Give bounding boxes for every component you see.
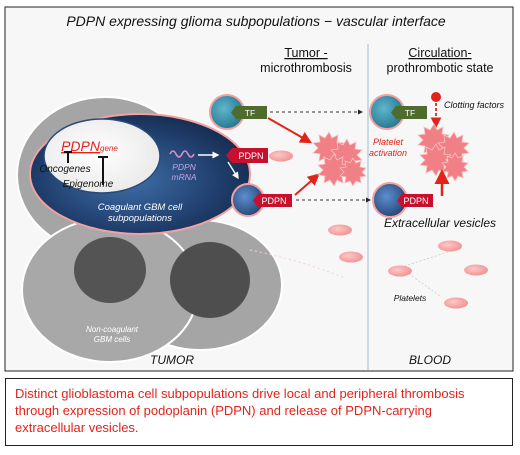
clotting-factor-drop	[431, 92, 441, 102]
oncogenes-inhibition-mark	[64, 151, 72, 163]
pdpn-mrna-strand	[169, 150, 195, 158]
vesicle-budding-arrow	[227, 161, 239, 180]
pdpn-gene-suffix: gene	[100, 144, 118, 153]
svg-text:TF: TF	[405, 108, 415, 118]
svg-text:PDPN: PDPN	[403, 196, 428, 206]
non-coagulant-label-line1: Non-coagulant	[86, 325, 139, 334]
blood-tf-receptor: TF	[391, 106, 427, 119]
tf-to-clot-arrow	[267, 117, 313, 144]
epigenome-inhibition-mark	[98, 156, 108, 185]
coagulant-label-line1: Coagulant GBM cell	[98, 202, 183, 213]
platelet-link-1	[404, 251, 449, 267]
faint-platelet-path	[249, 249, 346, 279]
tumor-region-label: TUMOR	[150, 353, 194, 367]
platelet-near-membrane	[269, 150, 293, 162]
nucleus-gray-2	[170, 242, 250, 318]
tumor-microthrombus	[312, 131, 367, 187]
pdpn-gene-label: PDPN	[61, 138, 101, 154]
pdpn-mrna-label-line1: PDPN	[172, 162, 196, 172]
svg-text:PDPN: PDPN	[261, 196, 286, 206]
ev-to-clot-arrow	[294, 173, 320, 196]
figure-caption-box: Distinct glioblastoma cell subpopulation…	[5, 378, 513, 446]
epigenome-label: Epigenome	[63, 179, 114, 190]
platelet-activation-line2: activation	[369, 148, 407, 158]
pdpn-membrane-receptor: PDPN	[226, 148, 268, 163]
platelet-blood-4	[444, 297, 468, 309]
platelet-blood-1	[438, 240, 462, 252]
oncogenes-label: Oncogenes	[39, 164, 90, 175]
circulation-heading-line2: prothrombotic state	[387, 61, 494, 75]
pdpn-membrane-label: PDPN	[238, 151, 263, 161]
platelets-label: Platelets	[394, 293, 427, 303]
platelet-blood-3	[464, 264, 488, 276]
tumor-ev-pdpn: PDPN	[253, 194, 292, 207]
coagulant-label-line2: subpopulations	[108, 213, 172, 224]
platelet-tumor-1	[328, 224, 352, 236]
nucleus-gray-1	[74, 237, 146, 303]
tumor-tf-receptor: TF	[231, 106, 267, 119]
platelet-blood-2	[388, 265, 412, 277]
figure-title: PDPN expressing glioma subpopulations − …	[66, 13, 446, 29]
non-coagulant-label-line2: GBM cells	[94, 335, 130, 344]
blood-region-label: BLOOD	[409, 353, 451, 367]
blood-thrombus	[417, 123, 470, 182]
blood-ev-pdpn: PDPN	[397, 194, 433, 207]
clotting-factors-label: Clotting factors	[444, 100, 505, 110]
figure-caption: Distinct glioblastoma cell subpopulation…	[15, 386, 465, 435]
tumor-microthrombosis-heading-line1: Tumor -	[284, 46, 327, 60]
platelet-activation-line1: Platelet	[373, 137, 404, 147]
pdpn-mrna-label-line2: mRNA	[171, 172, 196, 182]
circulation-heading-line1: Circulation-	[408, 46, 471, 60]
platelet-tumor-2	[339, 251, 363, 263]
platelet-link-2	[411, 275, 441, 297]
svg-text:TF: TF	[245, 108, 255, 118]
extracellular-vesicles-label: Extracellular vesicles	[384, 216, 496, 230]
tumor-microthrombosis-heading-line2: microthrombosis	[260, 61, 352, 75]
